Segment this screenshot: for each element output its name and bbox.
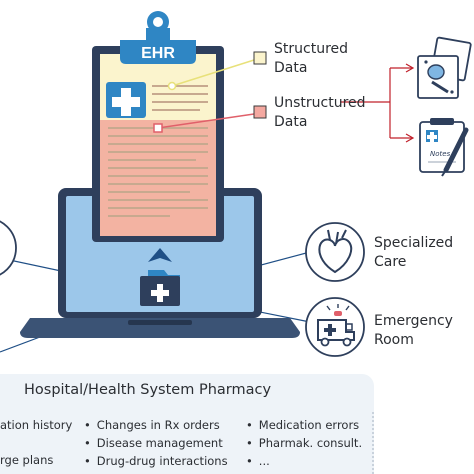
pharmacy-item: rge plans bbox=[0, 453, 54, 467]
pharmacy-item: Drug-drug interactions bbox=[84, 454, 228, 468]
pharmacy-item: Medication errors bbox=[246, 418, 359, 432]
specialized-care-label: Specialized Care bbox=[374, 235, 454, 270]
pharmacy-item: ... bbox=[246, 454, 270, 468]
pharmacy-item: Pharmak. consult. bbox=[246, 436, 362, 450]
unstructured-data-label: Unstructured Data bbox=[274, 95, 366, 130]
heart-icon bbox=[305, 222, 365, 282]
pharmacy-item: Disease management bbox=[84, 436, 223, 450]
folder-icon bbox=[140, 248, 180, 306]
pharmacy-item: Changes in Rx orders bbox=[84, 418, 220, 432]
structured-data-label: Structured Data bbox=[274, 41, 349, 76]
structured-marker bbox=[167, 51, 267, 91]
bracket-connector bbox=[340, 63, 415, 143]
pharmacy-item: ation history bbox=[0, 418, 73, 432]
unstructured-marker bbox=[153, 105, 267, 133]
ehr-title: EHR bbox=[141, 45, 175, 62]
pharmacy-title: Hospital/Health System Pharmacy bbox=[24, 382, 272, 398]
ehr-clipboard: EHR bbox=[92, 11, 224, 242]
dotted-divider bbox=[372, 412, 376, 474]
emergency-room-label: Emergency Room bbox=[374, 313, 453, 348]
notes-card-icon: Notes bbox=[419, 118, 469, 177]
xray-images-icon bbox=[417, 36, 472, 99]
left-node-partial bbox=[0, 220, 17, 276]
notes-card-label: Notes bbox=[430, 150, 451, 158]
ambulance-icon bbox=[305, 297, 365, 357]
